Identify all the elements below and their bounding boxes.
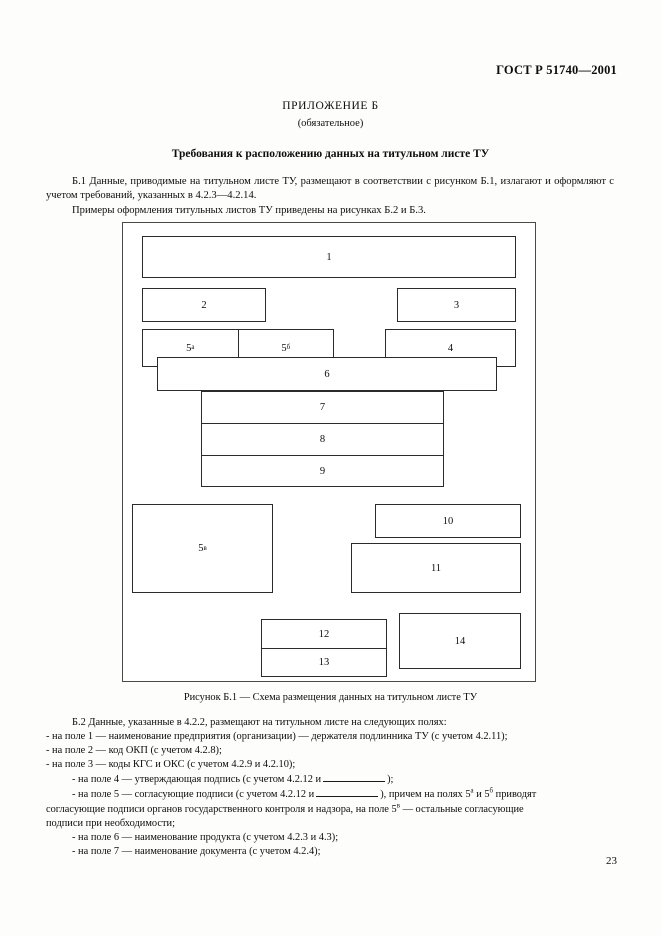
list-item-field-6: - на поле 6 — наименование продукта (с у… — [46, 831, 614, 845]
figure-box-field-7: 7 — [202, 392, 443, 424]
list-item-field-5-text-b: ), причем на полях 5 — [380, 789, 471, 801]
figure-box-field-1: 1 — [142, 236, 516, 278]
figure-box-field-14: 14 — [399, 613, 521, 669]
figure-box-field-12: 12 — [262, 620, 386, 649]
list-item-field-1: - на поле 1 — наименование предприятия (… — [46, 731, 508, 743]
figure-box-label: 9 — [319, 465, 326, 477]
figure-box-label: 6 — [324, 368, 330, 380]
figure-box-label: 2 — [201, 299, 207, 311]
list-item-field-7: - на поле 7 — наименование документа (с … — [46, 845, 614, 859]
field-5a-sup: а — [470, 788, 474, 795]
list-item-field-5-text-a: - на поле 5 — согласующие подписи (с уче… — [72, 789, 315, 801]
list-item-field-2: - на поле 2 — код ОКП (с учетом 4.2.8); — [46, 745, 222, 757]
fill-in-blank — [316, 787, 379, 798]
figure-box-label: 4 — [447, 342, 454, 354]
field-description-list: Б.2 Данные, указанные в 4.2.2, размещают… — [46, 716, 614, 859]
field-5v-sup: в — [396, 802, 400, 810]
figure-box-field-6: 6 — [157, 357, 497, 391]
list-item-field-5-line2-a: согласующие подписи органов государствен… — [46, 803, 397, 815]
figure-box-label: 5 — [281, 342, 287, 354]
list-intro-text: Б.2 Данные, указанные в 4.2.2, размещают… — [72, 717, 447, 728]
paragraph-b1-examples-text: Примеры оформления титульных листов ТУ п… — [72, 205, 426, 216]
figure-box-label: 7 — [319, 402, 326, 413]
paragraph-b1: Б.1 Данные, приводимые на титульном лист… — [46, 175, 614, 203]
list-item-field-5-line2-b: — остальные согласующие — [399, 803, 524, 815]
figure-caption: Рисунок Б.1 — Схема размещения данных на… — [183, 692, 478, 703]
figure-box-label: 5 — [198, 543, 204, 554]
figure-box-label: 13 — [318, 657, 330, 668]
list-item-field-4-text-a: - на поле 4 — утверждающая подпись (с уч… — [72, 774, 322, 786]
figure-box-label: 14 — [454, 635, 466, 647]
list-item-field-5-text-c: и 5 — [473, 789, 490, 801]
list-intro: Б.2 Данные, указанные в 4.2.2, размещают… — [46, 716, 614, 730]
standard-code: ГОСТ Р 51740—2001 — [496, 63, 617, 77]
paragraph-b1-text: Б.1 Данные, приводимые на титульном лист… — [46, 176, 614, 202]
appendix-title: ПРИЛОЖЕНИЕ Б — [282, 100, 379, 112]
field-5b-sup: б — [489, 788, 494, 795]
list-item-field-4: - на поле 4 — утверждающая подпись (с уч… — [46, 772, 614, 787]
figure-box-label: 3 — [453, 299, 460, 311]
list-item-field-5-continued: согласующие подписи органов государствен… — [46, 802, 614, 817]
figure-box-field-8: 8 — [202, 424, 443, 456]
figure-box-field-10: 10 — [375, 504, 521, 538]
list-item-field-5: - на поле 5 — согласующие подписи (с уче… — [46, 787, 614, 802]
fill-in-blank — [323, 772, 386, 783]
figure-box-label: 5 — [186, 342, 192, 354]
list-item-field-3: - на поле 3 — коды КГС и ОКС (с учетом 4… — [46, 759, 296, 771]
figure-box-group-12-13: 12 13 — [261, 619, 387, 677]
paragraph-b1-examples: Примеры оформления титульных листов ТУ п… — [46, 204, 614, 218]
figure-box-field-13: 13 — [262, 649, 386, 676]
figure-box-label: 1 — [326, 251, 332, 263]
figure-box-label: 11 — [430, 562, 442, 574]
figure-box-label: 8 — [319, 434, 326, 445]
figure-box-field-9: 9 — [202, 456, 443, 486]
list-item-field-5-text-d: приводят — [493, 789, 537, 801]
list-item-field-5-line3: подписи при необходимости; — [46, 817, 175, 829]
figure-box-group-7-8-9: 7 8 9 — [201, 391, 444, 487]
list-item-field-6-text: - на поле 6 — наименование продукта (с у… — [72, 831, 339, 843]
figure-box-field-2: 2 — [142, 288, 266, 322]
figure-box-field-11: 11 — [351, 543, 521, 593]
figure-box-field-3: 3 — [397, 288, 516, 322]
section-title: Требования к расположению данных на титу… — [171, 148, 490, 160]
list-item-field-4-text-b: ); — [387, 774, 394, 786]
appendix-subtitle: (обязательное) — [297, 118, 364, 129]
figure-box-label: 10 — [442, 515, 454, 527]
page-number: 23 — [606, 855, 617, 867]
list-item-field-7-text: - на поле 7 — наименование документа (с … — [72, 845, 321, 857]
figure-box-label: 12 — [318, 628, 330, 640]
